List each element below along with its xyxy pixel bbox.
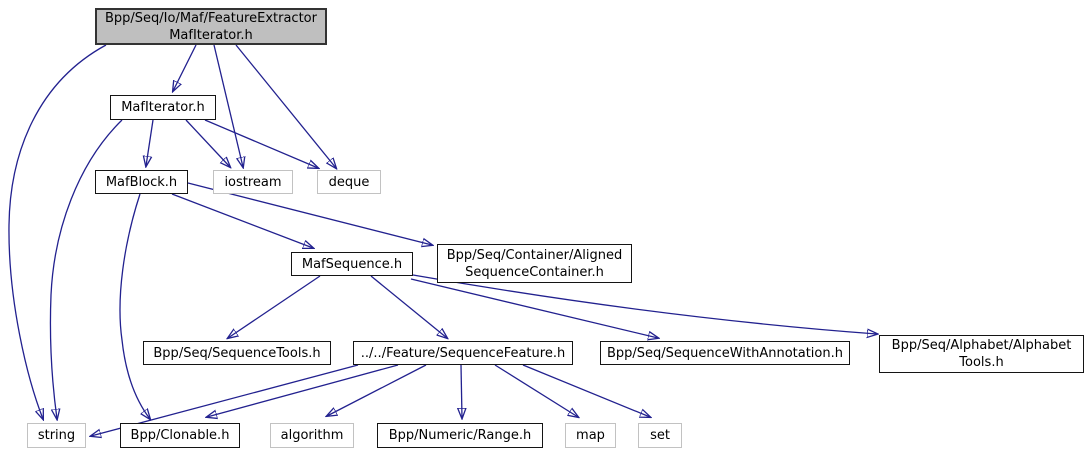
node-label-line1: Bpp/Seq/Container/Aligned bbox=[446, 247, 623, 263]
node-range[interactable]: Bpp/Numeric/Range.h bbox=[377, 423, 543, 448]
edge-mafsequence-to-sequencetools bbox=[228, 275, 321, 338]
node-label: algorithm bbox=[280, 428, 344, 443]
node-label-line1: Bpp/Seq/Io/Maf/FeatureExtractor bbox=[105, 10, 317, 26]
node-label: MafIterator.h bbox=[121, 100, 205, 115]
node-featureextractormafiterator: Bpp/Seq/Io/Maf/FeatureExtractor MafItera… bbox=[95, 8, 327, 45]
node-mafblock[interactable]: MafBlock.h bbox=[95, 170, 188, 194]
node-sequencewithannotation[interactable]: Bpp/Seq/SequenceWithAnnotation.h bbox=[600, 341, 850, 365]
edge-mafsequence-to-alphabettools bbox=[412, 274, 877, 334]
node-label: set bbox=[650, 428, 670, 443]
edge-mafblock-to-mafsequence bbox=[171, 193, 313, 248]
node-mafsequence[interactable]: MafSequence.h bbox=[291, 252, 413, 276]
edge-sequencefeature-to-clonable bbox=[207, 364, 399, 417]
node-label: MafSequence.h bbox=[301, 256, 403, 272]
edge-main-to-string bbox=[8, 44, 107, 419]
node-label: MafBlock.h bbox=[105, 174, 178, 190]
node-iostream: iostream bbox=[213, 170, 293, 194]
node-label-line2: SequenceContainer.h bbox=[465, 264, 604, 280]
edge-mafsequence-to-sequencefeature bbox=[370, 275, 447, 338]
node-alphabettools[interactable]: Bpp/Seq/Alphabet/Alphabet Tools.h bbox=[879, 335, 1084, 373]
node-label: Bpp/Numeric/Range.h bbox=[388, 428, 532, 443]
node-label-line2: Tools.h bbox=[959, 355, 1004, 370]
node-clonable[interactable]: Bpp/Clonable.h bbox=[120, 423, 240, 448]
edge-mafiterator-to-deque bbox=[204, 119, 318, 168]
edge-mafiterator-to-mafblock bbox=[146, 119, 154, 166]
edge-mafiterator-to-string bbox=[49, 119, 123, 419]
node-string: string bbox=[27, 423, 86, 448]
edge-main-to-deque bbox=[235, 44, 336, 168]
node-label: Bpp/Seq/SequenceWithAnnotation.h bbox=[607, 345, 843, 361]
node-set: set bbox=[638, 423, 682, 448]
node-sequencefeature[interactable]: ../../Feature/SequenceFeature.h bbox=[353, 341, 573, 365]
node-label: Bpp/Clonable.h bbox=[130, 428, 230, 443]
node-label-line1: Bpp/Seq/Alphabet/Alphabet bbox=[891, 338, 1072, 353]
edge-mafsequence-to-seqwithannotation bbox=[410, 278, 658, 338]
node-algorithm: algorithm bbox=[270, 423, 354, 448]
node-label: iostream bbox=[224, 174, 282, 190]
node-deque: deque bbox=[317, 170, 381, 194]
edge-main-to-mafiterator bbox=[173, 44, 197, 91]
edge-main-to-iostream bbox=[213, 44, 243, 167]
edge-mafblock-to-clonable bbox=[119, 193, 150, 419]
edge-sequencefeature-to-map bbox=[494, 364, 578, 417]
edge-mafiterator-to-iostream bbox=[185, 119, 230, 167]
edge-sequencefeature-to-range bbox=[461, 364, 462, 418]
node-label: Bpp/Seq/SequenceTools.h bbox=[153, 345, 321, 361]
node-mafiterator[interactable]: MafIterator.h bbox=[110, 95, 216, 120]
node-sequencetools[interactable]: Bpp/Seq/SequenceTools.h bbox=[143, 341, 331, 365]
node-label: map bbox=[576, 428, 605, 443]
edge-sequencefeature-to-set bbox=[522, 364, 650, 417]
node-alignedsequencecontainer[interactable]: Bpp/Seq/Container/Aligned SequenceContai… bbox=[437, 244, 632, 283]
node-label: deque bbox=[328, 174, 370, 190]
node-label: string bbox=[37, 428, 76, 443]
node-label: ../../Feature/SequenceFeature.h bbox=[360, 345, 566, 361]
node-label-line2: MafIterator.h bbox=[169, 27, 253, 43]
edge-sequencefeature-to-algorithm bbox=[327, 364, 427, 416]
node-map: map bbox=[565, 423, 616, 448]
